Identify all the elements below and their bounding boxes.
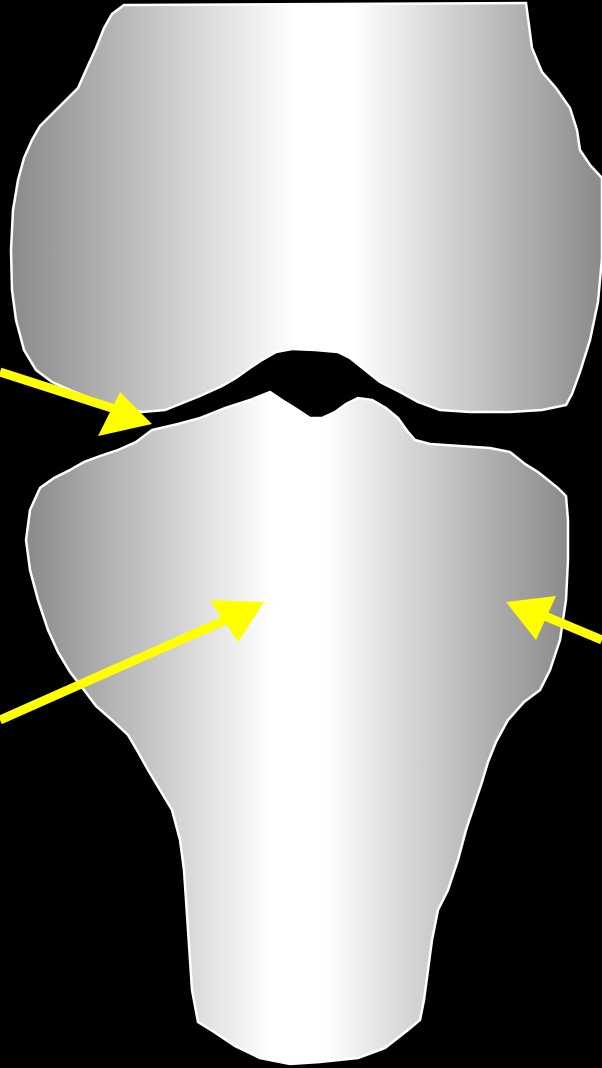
- femur-bone: [11, 3, 602, 412]
